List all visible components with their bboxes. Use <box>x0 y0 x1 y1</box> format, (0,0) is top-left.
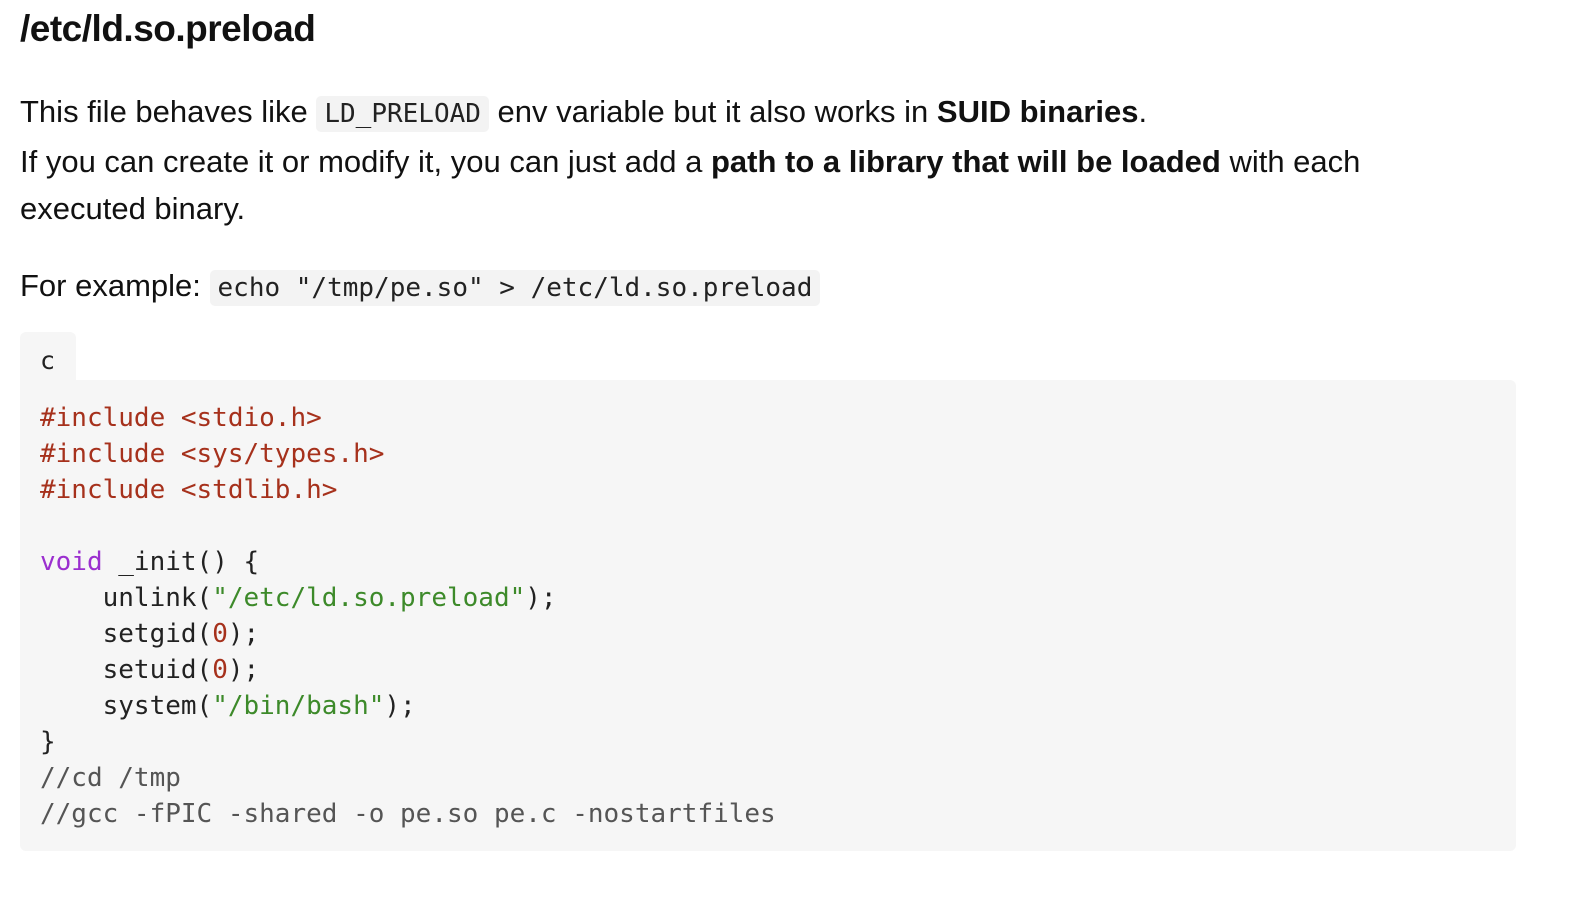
text: For example: <box>20 268 210 303</box>
code-content: #include <stdio.h> #include <sys/types.h… <box>40 400 1496 832</box>
bold-text: path to a library that will be loaded <box>710 144 1221 179</box>
code-text: ); <box>227 619 260 649</box>
text: This file behaves like <box>20 94 317 129</box>
code-language-tab: c <box>20 332 76 382</box>
code-text: } <box>40 727 56 757</box>
code-keyword: void <box>40 547 103 577</box>
code-text: setgid( <box>40 619 213 649</box>
code-line: #include <stdio.h> <box>40 403 322 433</box>
text: env variable but it also works in <box>488 94 937 129</box>
code-text: unlink( <box>40 583 213 613</box>
code-text: ); <box>227 655 260 685</box>
example-paragraph: For example: echo "/tmp/pe.so" > /etc/ld… <box>20 262 1490 312</box>
code-string: "/etc/ld.so.preload" <box>212 583 526 613</box>
description-paragraph: This file behaves like LD_PRELOAD env va… <box>20 88 1490 232</box>
bold-text: SUID binaries <box>936 94 1139 129</box>
code-comment: //cd /tmp <box>40 763 181 793</box>
code-comment: //gcc -fPIC -shared -o pe.so pe.c -nosta… <box>40 799 776 829</box>
code-string: "/bin/bash" <box>212 691 385 721</box>
inline-code: echo "/tmp/pe.so" > /etc/ld.so.preload <box>209 270 821 306</box>
code-text: _init() { <box>102 547 260 577</box>
page-title: /etc/ld.so.preload <box>20 8 316 49</box>
text: If you can create it or modify it, you c… <box>20 144 711 179</box>
code-text: ); <box>384 691 416 721</box>
code-text: ); <box>525 583 557 613</box>
code-line: #include <stdlib.h> <box>40 475 338 505</box>
code-line: #include <sys/types.h> <box>40 439 385 469</box>
inline-code: LD_PRELOAD <box>316 96 489 132</box>
code-block: #include <stdio.h> #include <sys/types.h… <box>20 380 1516 851</box>
text: with each executed binary. <box>20 144 1361 226</box>
code-text: system( <box>40 691 213 721</box>
text: . <box>1138 94 1148 129</box>
code-number: 0 <box>212 619 228 649</box>
code-text: setuid( <box>40 655 213 685</box>
code-number: 0 <box>212 655 228 685</box>
